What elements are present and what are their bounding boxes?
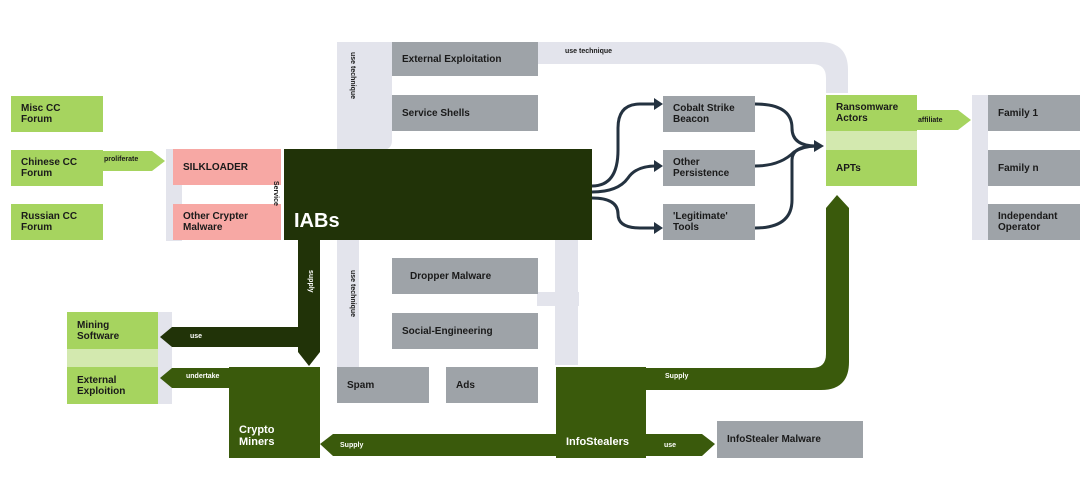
external-exploitation: External Exploitation [392, 42, 538, 76]
ransomware-actors: Ransomware Actors [826, 95, 917, 131]
mining-software: Mining Software [67, 312, 158, 349]
label-undertake: undertake [186, 373, 220, 380]
use-mining-arrow [160, 327, 320, 347]
pale-band-top-left [337, 42, 392, 150]
label-use-infostealer-malware: use [664, 442, 677, 449]
arrow-to-cobalt [591, 102, 656, 188]
other-crypter-malware: Other Crypter Malware [173, 204, 281, 240]
spam: Spam [337, 367, 429, 403]
chinese-cc-forum: Chinese CC Forum [11, 150, 103, 186]
arrow-persistence-to-actors [754, 144, 817, 168]
ads: Ads [446, 367, 538, 403]
crypto-miners: Crypto Miners [229, 367, 320, 458]
arrowhead-actors [814, 140, 824, 152]
arrow-to-persistence [591, 164, 657, 194]
service-shells: Service Shells [392, 95, 538, 131]
pale-band-mining [158, 312, 172, 404]
arrow-cobalt-to-actors [754, 102, 817, 148]
label-use-technique-vertical-bottom: use technique [349, 270, 356, 318]
label-use-technique-top: use technique [565, 48, 613, 55]
cobalt-strike-beacon: Cobalt Strike Beacon [663, 96, 755, 132]
silkloader: SILKLOADER [173, 149, 281, 185]
proliferate-arrow [100, 151, 165, 171]
label-service: Service [272, 181, 279, 206]
pale-band-top-connector [538, 42, 848, 93]
arrow-legitimate-to-actors [754, 144, 817, 230]
supply-vertical-arrow [298, 240, 320, 366]
external-exploition: External Exploition [67, 367, 158, 404]
label-supply-to-miners: Supply [340, 442, 364, 449]
label-affiliate: affiliate [918, 117, 943, 124]
social-engineering: Social-Engineering [392, 313, 538, 349]
supply-to-miners-arrow [320, 434, 556, 456]
infostealer-malware: InfoStealer Malware [717, 421, 863, 458]
iabs-to-tools-arrows [591, 102, 817, 230]
arrowheads [654, 98, 824, 234]
pale-band-bottom-bridge [537, 292, 579, 306]
mining-separator [67, 349, 158, 367]
dropper-malware: Dropper Malware [392, 258, 538, 294]
other-persistence: Other Persistence [663, 150, 755, 186]
label-supply-vertical: supply [307, 270, 314, 293]
apts: APTs [826, 150, 917, 186]
iabs: IABs [284, 149, 592, 240]
undertake-arrow [160, 368, 230, 388]
supply-to-apts-arrow [646, 195, 849, 390]
independant-operator: Independant Operator [988, 204, 1080, 240]
affiliate-arrow [916, 110, 971, 130]
family-n: Family n [988, 150, 1080, 186]
label-supply-to-apts: Supply [665, 373, 689, 380]
pale-band-families [972, 95, 988, 240]
label-use-technique-vertical-top: use technique [349, 52, 356, 100]
russian-cc-forum: Russian CC Forum [11, 204, 103, 240]
family-1: Family 1 [988, 95, 1080, 131]
misc-cc-forum: Misc CC Forum [11, 96, 103, 132]
pale-band-bottom-left [337, 240, 359, 403]
actors-separator [826, 131, 917, 150]
arrow-to-legitimate [591, 196, 656, 230]
legitimate-tools: 'Legitimate' Tools [663, 204, 755, 240]
arrowhead-cobalt [654, 98, 663, 110]
label-proliferate: proliferate [104, 156, 139, 163]
use-infostealer-malware-arrow [646, 434, 715, 456]
label-use-mining: use [190, 333, 203, 340]
infostealers: InfoStealers [556, 367, 646, 458]
arrowhead-persistence [654, 160, 663, 172]
arrowhead-legitimate [654, 222, 663, 234]
